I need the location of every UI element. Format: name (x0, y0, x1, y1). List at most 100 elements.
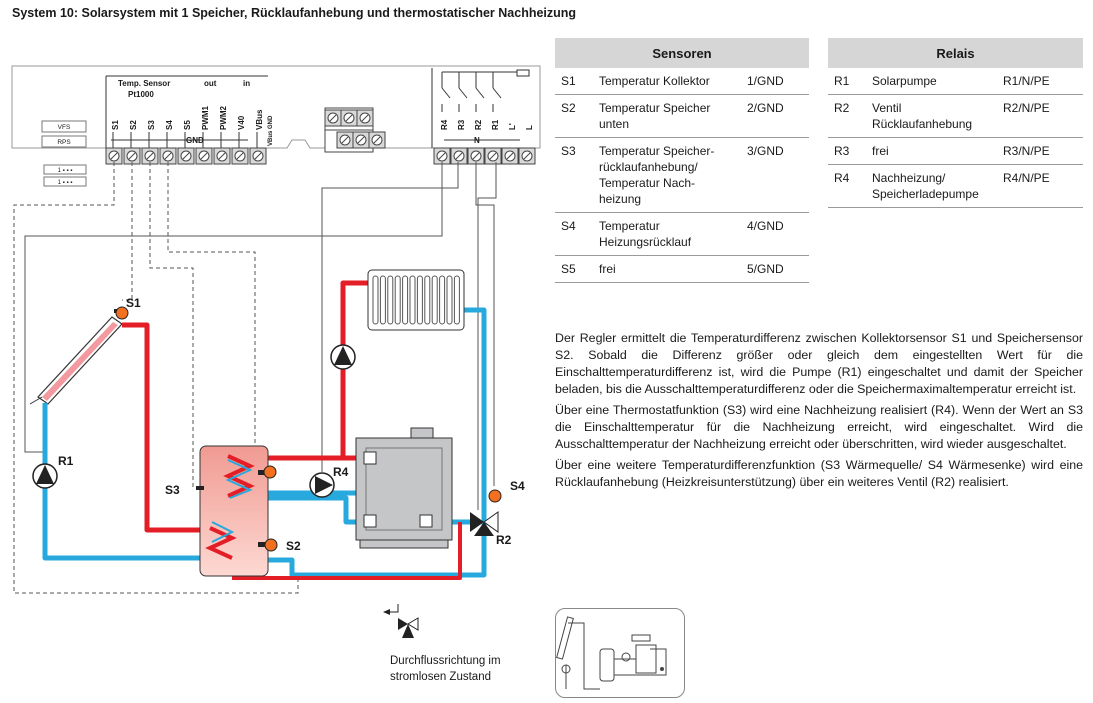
flow-direction-legend: Durchflussrichtung im stromlosen Zustand (390, 653, 501, 685)
sensor-id-cell: S4 (555, 212, 593, 256)
vbus-gnd-label: VBus GND (268, 115, 274, 146)
description-paragraph: Über eine Thermostatfunktion (S3) wird e… (555, 403, 1083, 451)
sensor-id-cell: S2 (555, 94, 593, 138)
relay-name-cell: Solarpumpe (866, 68, 997, 95)
sensor-s1 (115, 306, 129, 320)
relay-terminal-label: R4 (440, 119, 449, 130)
terminal-label: V40 (237, 115, 246, 130)
valve-r2 (470, 511, 499, 536)
sensors (114, 306, 502, 552)
terminal-label: S5 (183, 120, 192, 130)
label-r4: R4 (333, 465, 349, 479)
terminal-label: PWM2 (219, 105, 228, 130)
sensor-terminal-cell: 5/GND (741, 255, 809, 283)
relay-name-cell: Ventil Rücklaufanhebung (866, 94, 997, 138)
out-label: out (204, 79, 217, 88)
radiator (367, 269, 465, 331)
description-paragraph: Der Regler ermittelt die Temperaturdiffe… (555, 331, 1083, 396)
relay-terminal-label: R3 (457, 119, 466, 130)
terminal-label: S3 (147, 120, 156, 130)
legend-line: Durchflussrichtung im (390, 655, 501, 667)
relay-terminal-label: R1 (491, 119, 500, 130)
sensor-name-cell: Temperatur Speicher-rücklaufanhebung/ Te… (593, 137, 741, 213)
label-r1: R1 (58, 454, 74, 468)
rps-port (41, 135, 87, 148)
sensor-s4 (488, 489, 502, 503)
label-s3: S3 (165, 483, 180, 497)
relay-name-cell: Nachheizung/ Speicherladepumpe (866, 164, 997, 208)
relay-terminal-label: R2 (474, 119, 483, 130)
label-s1: S1 (126, 296, 141, 310)
svg-text:1 ▪ ▪ ▪: 1 ▪ ▪ ▪ (58, 180, 73, 186)
sensor-name-cell: frei (593, 255, 741, 283)
sensor-s2 (264, 538, 278, 552)
sensor-name-cell: Temperatur Speicher unten (593, 94, 741, 138)
description: Der Regler ermittelt die Temperaturdiffe… (555, 330, 1083, 495)
sensor-name-cell: Temperatur Kollektor (593, 68, 741, 95)
sensor-terminal-cell: 3/GND (741, 137, 809, 213)
controller: VFS RPS 1 ▪ ▪ ▪ 1 ▪ ▪ ▪ Temp. Sensor Pt1… (11, 65, 541, 187)
relay-terminal-cell: R1/N/PE (997, 68, 1083, 95)
label-s2: S2 (286, 539, 301, 553)
sensor-terminal-cell: 2/GND (741, 94, 809, 138)
earth-terminals (324, 107, 386, 153)
page-title: System 10: Solarsystem mit 1 Speicher, R… (12, 6, 577, 20)
description-paragraph: Über eine weitere Temperaturdifferenzfun… (555, 458, 1083, 489)
pump-heating (330, 344, 356, 370)
relay-id-cell: R2 (828, 94, 866, 138)
legend-line: stromlosen Zustand (390, 671, 491, 683)
system-thumbnail (555, 608, 685, 698)
sensor-table-header: Sensoren (555, 38, 809, 68)
sensor-name-cell: Temperatur Heizungsrücklauf (593, 212, 741, 256)
label-r2: R2 (496, 533, 512, 547)
s3-wire (149, 162, 194, 490)
temp-sensor-label: Temp. Sensor (118, 79, 170, 88)
svg-text:1 ▪ ▪ ▪: 1 ▪ ▪ ▪ (58, 168, 73, 174)
relay-terminal-label: L (525, 125, 534, 130)
boiler (355, 427, 453, 549)
sensor-terminal-cell: 1/GND (741, 68, 809, 95)
relay-id-cell: R1 (828, 68, 866, 95)
pump-r4 (309, 472, 335, 498)
relay-id-cell: R3 (828, 137, 866, 165)
flow-direction-icon (383, 604, 419, 638)
relay-terminal-cell: R4/N/PE (997, 164, 1083, 208)
storage-tank (199, 445, 269, 577)
terminal-label: VBus (255, 109, 264, 130)
relay-terminal-label: L' (508, 123, 517, 130)
relay-terminal-cell: R2/N/PE (997, 94, 1083, 138)
terminal-label: S4 (165, 120, 174, 130)
in-label: in (243, 79, 250, 88)
terminal-label: PWM1 (201, 105, 210, 130)
relay-table-header: Relais (828, 38, 1083, 68)
relay-id-cell: R4 (828, 164, 866, 208)
sensor-terminal-cell: 4/GND (741, 212, 809, 256)
sensor-id-cell: S1 (555, 68, 593, 95)
rps-label: RPS (57, 139, 71, 146)
pump-r1 (32, 463, 58, 489)
vfs-port (41, 120, 87, 133)
terminal-label: S2 (129, 120, 138, 130)
relay-name-cell: frei (866, 137, 997, 165)
sensor-type-label: Pt1000 (128, 90, 154, 99)
relay-terminal-cell: R3/N/PE (997, 137, 1083, 165)
sensor-id-cell: S3 (555, 137, 593, 213)
n-label: N (474, 136, 480, 145)
label-s4: S4 (510, 479, 525, 493)
terminal-label: S1 (111, 120, 120, 130)
gnd-label: GND (186, 136, 204, 145)
vfs-label: VFS (58, 124, 71, 131)
sensor-id-cell: S5 (555, 255, 593, 283)
